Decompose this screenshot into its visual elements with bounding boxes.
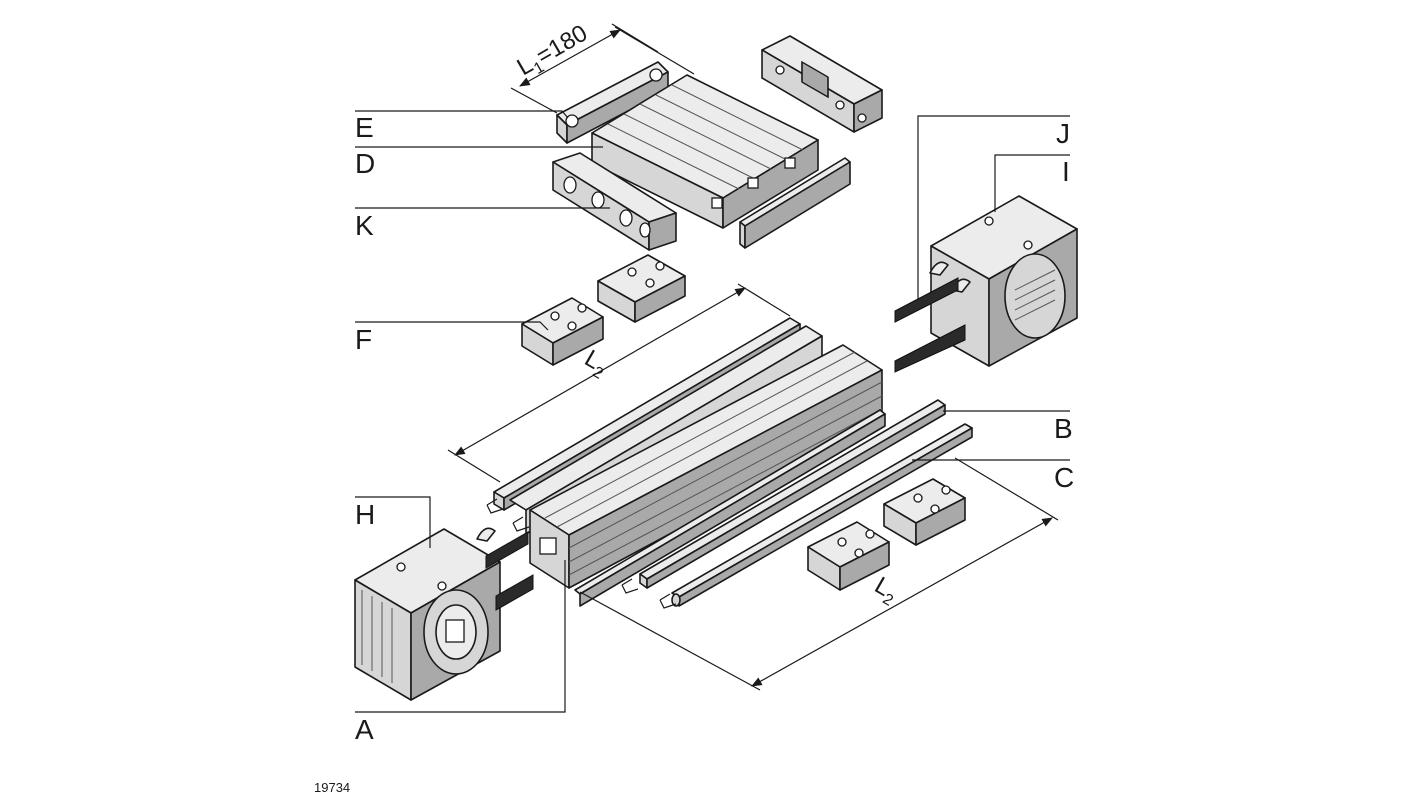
figure-number: 19734 — [314, 780, 350, 795]
label-a: A — [355, 714, 374, 745]
label-e: E — [355, 112, 374, 143]
rail-b — [639, 399, 946, 589]
label-i: I — [1062, 156, 1070, 187]
dimension-l1-text: L1=180 — [513, 20, 595, 85]
profile-bundle-d — [591, 74, 819, 229]
label-d: D — [355, 148, 375, 179]
label-h: H — [355, 499, 375, 530]
label-b: B — [1054, 413, 1073, 444]
bar-k — [552, 152, 677, 251]
dimension-l2-lower — [579, 457, 1059, 691]
label-c: C — [1054, 462, 1074, 493]
carriage-f-upper — [597, 254, 686, 323]
dimension-l2-upper-text: L2 — [578, 345, 613, 383]
svg-text:L2: L2 — [578, 345, 613, 383]
drive-belts-h — [485, 531, 534, 611]
label-k: K — [355, 210, 374, 241]
dimension-l2-upper — [447, 283, 791, 483]
label-f: F — [355, 324, 372, 355]
flow-arrows — [486, 498, 677, 609]
leader-lines — [355, 110, 1070, 713]
carriage-lower-right-1 — [883, 478, 966, 546]
carriage-lower-right-2 — [807, 521, 890, 591]
drive-housing-h — [354, 527, 501, 701]
label-j: J — [1056, 118, 1070, 149]
drive-belts-j — [894, 277, 966, 373]
dimension-l1 — [510, 23, 695, 114]
clamp-block-top — [761, 35, 883, 133]
svg-text:L1=180: L1=180 — [513, 20, 595, 85]
cover-plate — [739, 157, 851, 249]
